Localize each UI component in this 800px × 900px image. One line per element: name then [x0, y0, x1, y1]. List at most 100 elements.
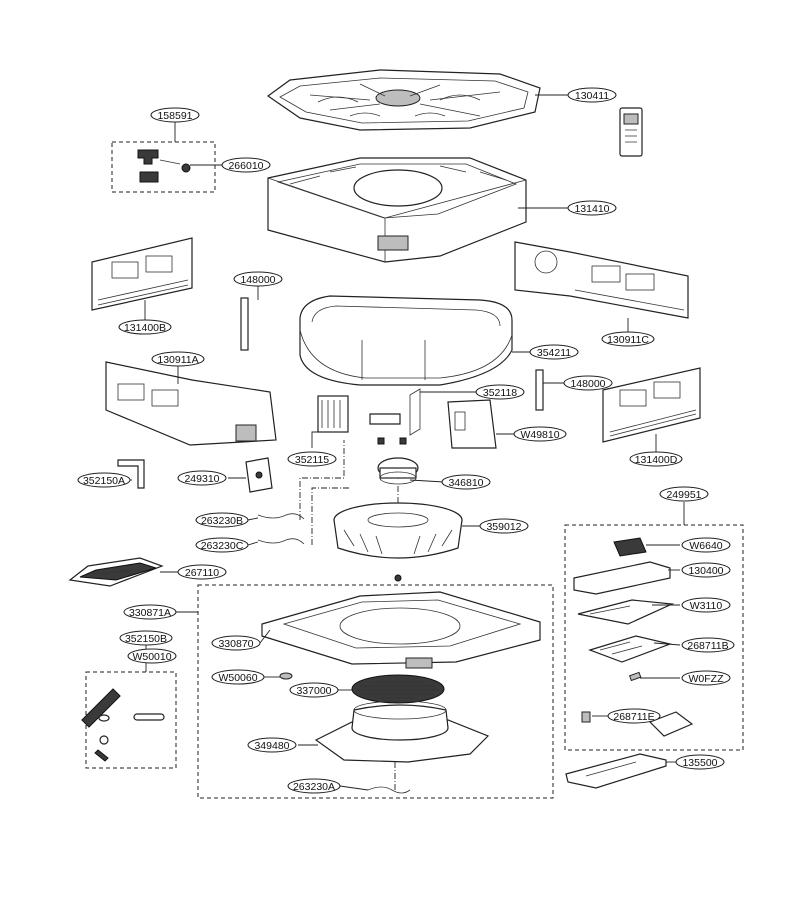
label-W6640: W6640 [681, 537, 731, 553]
svg-text:130911C: 130911C [607, 334, 649, 346]
svg-text:W50060: W50060 [218, 672, 257, 684]
label-130411: 130411 [567, 87, 617, 103]
label-148000-top: 148000 [233, 271, 283, 287]
control-box-case-part [573, 561, 671, 595]
label-W50010: W50010 [127, 648, 177, 664]
label-263230C: 263230C [195, 537, 249, 553]
motor-bracket-part [245, 457, 273, 493]
svg-text:346810: 346810 [448, 477, 483, 489]
turbo-fan-part [333, 502, 463, 582]
svg-text:330870: 330870 [218, 638, 253, 650]
heat-exchanger-part [317, 388, 421, 445]
bell-mouth-part [314, 700, 490, 763]
side-panel-right-lower-part [602, 367, 701, 443]
svg-text:352115: 352115 [295, 454, 329, 466]
wire-route-line-1 [299, 440, 345, 520]
label-268711B: 268711B [681, 637, 735, 653]
svg-text:131400B: 131400B [124, 322, 166, 334]
pipe-support-right-part [535, 369, 544, 411]
wire-harness-b-part [257, 513, 305, 520]
bracket-kit-part [111, 141, 216, 193]
side-panel-left-part [91, 237, 193, 311]
svg-text:W6640: W6640 [689, 540, 722, 552]
svg-text:352150A: 352150A [83, 475, 125, 487]
svg-text:267110: 267110 [185, 567, 219, 579]
label-W50060: W50060 [211, 669, 265, 685]
svg-text:130911A: 130911A [157, 354, 198, 366]
svg-text:268711B: 268711B [687, 640, 728, 652]
label-148000-right: 148000 [563, 375, 613, 391]
label-W0FZZ: W0FZZ [681, 670, 731, 686]
svg-text:148000: 148000 [570, 378, 605, 390]
svg-text:349480: 349480 [254, 740, 289, 752]
terminal-block-part [613, 537, 647, 557]
front-panel-group-box [197, 584, 554, 799]
side-panel-right-upper-part [514, 241, 689, 319]
label-130911C: 130911C [601, 331, 655, 347]
svg-text:268711E: 268711E [613, 711, 654, 723]
drain-pan-part [299, 295, 513, 386]
svg-text:249310: 249310 [184, 473, 219, 485]
label-352115: 352115 [287, 451, 337, 467]
label-W49810: W49810 [513, 426, 567, 442]
svg-text:337000: 337000 [296, 685, 331, 697]
label-352118: 352118 [475, 384, 525, 400]
label-W3110: W3110 [681, 597, 731, 613]
label-268711E: 268711E [607, 708, 661, 724]
label-131410: 131410 [567, 200, 617, 216]
label-158591: 158591 [150, 107, 200, 123]
install-screws-part [94, 713, 165, 762]
label-352150A: 352150A [77, 472, 131, 488]
label-263230A: 263230A [287, 778, 341, 794]
svg-text:W49810: W49810 [520, 429, 559, 441]
label-330871A: 330871A [123, 604, 177, 620]
air-filter-part [351, 674, 445, 704]
svg-text:263230A: 263230A [293, 781, 335, 793]
svg-text:135500: 135500 [682, 757, 717, 769]
main-case-part [267, 157, 527, 263]
svg-text:130411: 130411 [575, 90, 609, 102]
part-labels: 130411 158591 266010 131410 148000 13140… [77, 87, 735, 794]
pcb-group-box [564, 524, 744, 751]
top-panel-part [266, 69, 541, 131]
svg-text:158591: 158591 [157, 110, 192, 122]
drain-pipe-a-part [117, 459, 145, 489]
svg-text:131410: 131410 [574, 203, 609, 215]
side-panel-left-lower-part [105, 361, 277, 446]
svg-text:359012: 359012 [486, 521, 521, 533]
label-337000: 337000 [289, 682, 339, 698]
svg-text:249951: 249951 [666, 489, 701, 501]
label-130400: 130400 [681, 562, 731, 578]
label-354211: 354211 [529, 344, 579, 360]
label-131400B: 131400B [118, 319, 172, 335]
washer-part [279, 672, 293, 680]
svg-text:352118: 352118 [483, 387, 517, 399]
svg-text:148000: 148000 [240, 274, 275, 286]
bottom-plate-part [565, 753, 667, 789]
label-352150B: 352150B [119, 630, 173, 646]
control-box-cover-part [447, 399, 497, 449]
label-249951: 249951 [659, 486, 709, 502]
display-pcb-part [581, 711, 694, 737]
remote-control-part [619, 107, 643, 157]
svg-text:266010: 266010 [228, 160, 263, 172]
svg-text:131400D: 131400D [635, 454, 678, 466]
wire-harness-c-part [257, 538, 305, 545]
label-266010: 266010 [221, 157, 271, 173]
svg-text:W50010: W50010 [132, 651, 171, 663]
pcb-holder-part [577, 599, 675, 625]
label-346810: 346810 [441, 474, 491, 490]
svg-text:W0FZZ: W0FZZ [689, 673, 725, 685]
main-pcb-part [588, 635, 673, 663]
label-349480: 349480 [247, 737, 297, 753]
svg-text:352150B: 352150B [125, 633, 167, 645]
front-grille-frame-part [261, 591, 541, 669]
wire-route-line-2 [311, 487, 350, 545]
svg-text:330871A: 330871A [129, 607, 171, 619]
svg-text:263230B: 263230B [201, 515, 243, 527]
label-330870: 330870 [211, 635, 261, 651]
label-267110: 267110 [177, 564, 227, 580]
wire-harness-a-part [367, 786, 411, 794]
drain-hose-part [81, 688, 121, 728]
